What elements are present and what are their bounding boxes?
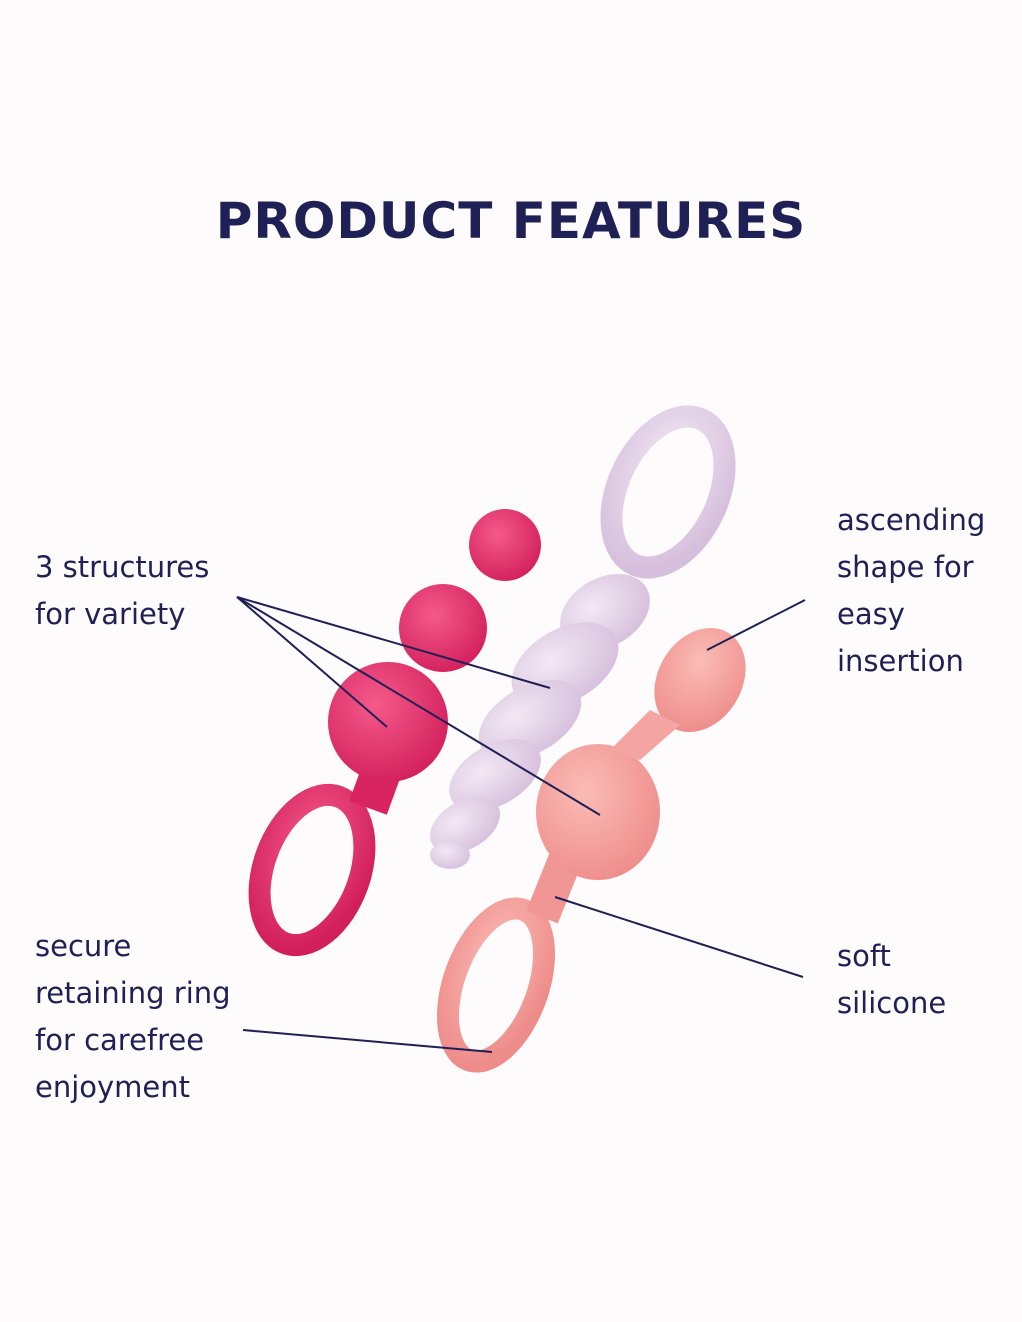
feature-text: insertion — [837, 644, 964, 678]
feature-silicone: soft silicone — [837, 933, 946, 1027]
feature-text: soft — [837, 939, 891, 973]
feature-text: silicone — [837, 986, 947, 1020]
feature-text: ascending — [837, 503, 986, 537]
feature-text: 3 structures — [35, 550, 210, 584]
feature-text: easy — [837, 597, 905, 631]
lavender-twisted-plug — [429, 405, 736, 869]
feature-ring: secure retaining ring for carefree enjoy… — [35, 923, 231, 1111]
feature-text: retaining ring — [35, 976, 231, 1010]
pink-beaded-plug — [248, 509, 541, 957]
callout-lines — [236, 596, 806, 1053]
feature-text: shape for — [837, 550, 974, 584]
feature-structures: 3 structures for variety — [35, 544, 209, 638]
coral-plug — [436, 627, 746, 1073]
feature-text: secure — [35, 929, 132, 963]
feature-ascending: ascending shape for easy insertion — [837, 497, 985, 685]
feature-text: for carefree — [35, 1023, 205, 1057]
page-title: PRODUCT FEATURES — [215, 192, 807, 250]
feature-text: enjoyment — [35, 1070, 191, 1104]
feature-text: for variety — [35, 597, 186, 631]
